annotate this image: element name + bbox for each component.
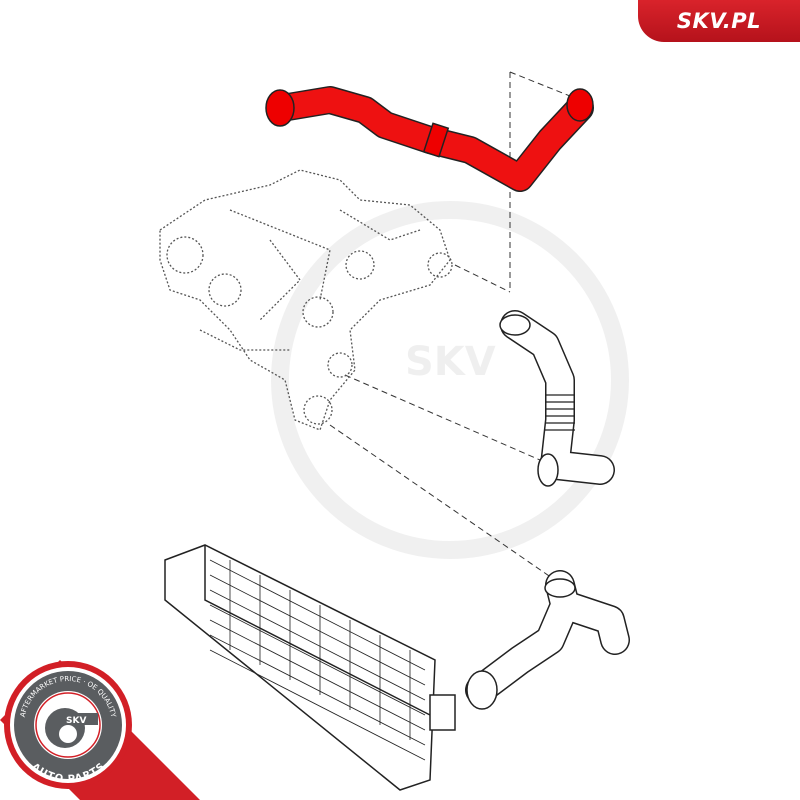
highlighted-hose xyxy=(265,86,594,192)
lower-hose xyxy=(465,570,630,710)
watermark-text: SKV xyxy=(405,339,496,385)
intercooler xyxy=(164,544,456,791)
engine-outline xyxy=(159,169,453,431)
brand-tab: SKV.PL xyxy=(638,0,800,42)
badge-center-text: SKV xyxy=(66,716,86,726)
middle-hose xyxy=(499,310,615,487)
brand-label: SKV.PL xyxy=(676,9,762,33)
leader-lines xyxy=(329,71,581,581)
skv-auto-parts-badge: SKV AFTERMARKET PRICE · OE QUALITY AUTO … xyxy=(0,660,200,800)
watermark-gear xyxy=(271,201,629,559)
